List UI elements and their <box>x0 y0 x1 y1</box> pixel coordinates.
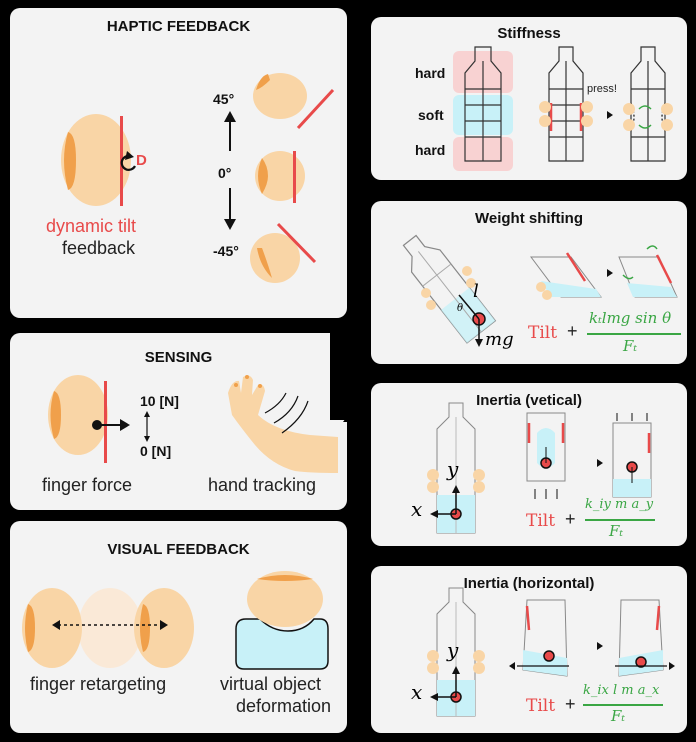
finger-minus45 <box>250 222 317 283</box>
mg-label: mg <box>485 329 514 350</box>
inertia-v-illustration <box>427 402 652 534</box>
fingertip-main <box>61 114 131 206</box>
numerator-h: k_ix l m a_x <box>583 683 660 698</box>
y-label-v: y <box>447 457 459 481</box>
deformation-caption-2: deformation <box>236 696 332 716</box>
visual-feedback-panel: VISUAL FEEDBACK finger retargeting virtu… <box>10 521 347 733</box>
finger-right <box>134 588 194 668</box>
deformation-caption-1: virtual object <box>220 674 322 694</box>
plus-h: + <box>565 694 576 714</box>
finger-force-caption: finger force <box>42 475 133 495</box>
tilt-label-h: Tilt <box>526 696 556 716</box>
hand-tracking-caption: hand tracking <box>208 475 317 495</box>
bottle-graded <box>464 46 502 162</box>
tilt-label-weight: Tilt <box>528 323 558 343</box>
sensing-title: SENSING <box>144 349 213 366</box>
visual-title: VISUAL FEEDBACK <box>107 541 250 558</box>
bottle-h <box>427 587 485 717</box>
finger-retargeting-caption: finger retargeting <box>30 674 167 694</box>
sensing-illustration <box>48 375 338 473</box>
visual-illustration <box>22 571 329 670</box>
x-label-v: x <box>411 497 423 521</box>
hard-bottom-label: hard <box>415 142 446 158</box>
finger-left <box>22 588 82 668</box>
stiffness-panel: Stiffness ha <box>371 17 687 180</box>
force-min-label: 0 [N] <box>140 443 172 459</box>
tilt-label-v: Tilt <box>526 511 556 531</box>
denominator-h: Fₜ <box>611 707 626 725</box>
sensing-panel: SENSING 10 [N] 0 [N] finger force hand t… <box>10 333 347 510</box>
y-label-h: y <box>447 638 459 662</box>
stiffness-title: Stiffness <box>497 25 561 42</box>
press-label: press! <box>587 83 617 95</box>
plus-v: + <box>565 509 576 529</box>
force-max-label: 10 [N] <box>140 393 179 409</box>
d-label: D <box>136 152 147 169</box>
theta-label: θ <box>457 303 464 314</box>
tilt-view-1 <box>530 252 602 300</box>
plus-weight: + <box>567 321 578 341</box>
angle-minus45: -45° <box>213 243 239 259</box>
l-label: l <box>473 281 479 302</box>
fingertip-force <box>48 375 108 455</box>
x-label-h: x <box>411 680 423 704</box>
weight-title: Weight shifting <box>474 210 584 227</box>
next-arrow-icon <box>607 111 613 119</box>
finger-45 <box>253 73 335 130</box>
haptic-illustration <box>61 73 335 283</box>
bottle-v-up <box>526 412 566 499</box>
fraction-bar-weight <box>587 333 681 335</box>
angle-0: 0° <box>218 165 232 181</box>
bottle-h-left <box>509 599 569 677</box>
finger-0 <box>255 151 305 203</box>
deformed-object <box>235 571 329 670</box>
numerator-weight: kₜlmg sin θ <box>589 309 672 327</box>
hand-icon <box>228 375 338 473</box>
bottle-h-right <box>615 599 675 677</box>
bottle-plain <box>548 46 584 162</box>
inertia-h-title: Inertia (horizontal) <box>463 575 595 592</box>
inertia-vertical-panel: Inertia (vetical) <box>371 383 687 546</box>
fraction-bar-h <box>583 704 663 706</box>
weight-illustration <box>402 234 678 347</box>
haptic-title: HAPTIC FEEDBACK <box>106 18 251 35</box>
tilted-bottle <box>402 234 497 344</box>
angle-45: 45° <box>213 91 235 107</box>
inertia-h-illustration <box>427 587 675 717</box>
hard-top-label: hard <box>415 65 446 81</box>
haptic-feedback-panel: HAPTIC FEEDBACK <box>10 8 347 318</box>
inertia-v-title: Inertia (vetical) <box>476 392 582 409</box>
inertia-horizontal-panel: Inertia (horizontal) <box>371 566 687 733</box>
bottle-v-down <box>612 413 652 498</box>
caption-feedback: feedback <box>62 238 136 258</box>
bottle-pressed <box>630 46 666 162</box>
squeeze-arrows-icon <box>638 105 652 129</box>
caption-dynamic-tilt: dynamic tilt <box>46 216 137 236</box>
soft-label: soft <box>418 107 444 123</box>
denominator-weight: Fₜ <box>623 337 638 355</box>
stiffness-illustration <box>453 46 673 171</box>
denominator-v: Fₜ <box>609 522 624 540</box>
numerator-v: k_iy m a_y <box>585 497 654 512</box>
tilt-view-2 <box>618 245 678 298</box>
fraction-bar-v <box>585 519 655 521</box>
weight-shifting-panel: Weight shifting l θ mg Tilt + <box>371 201 687 364</box>
